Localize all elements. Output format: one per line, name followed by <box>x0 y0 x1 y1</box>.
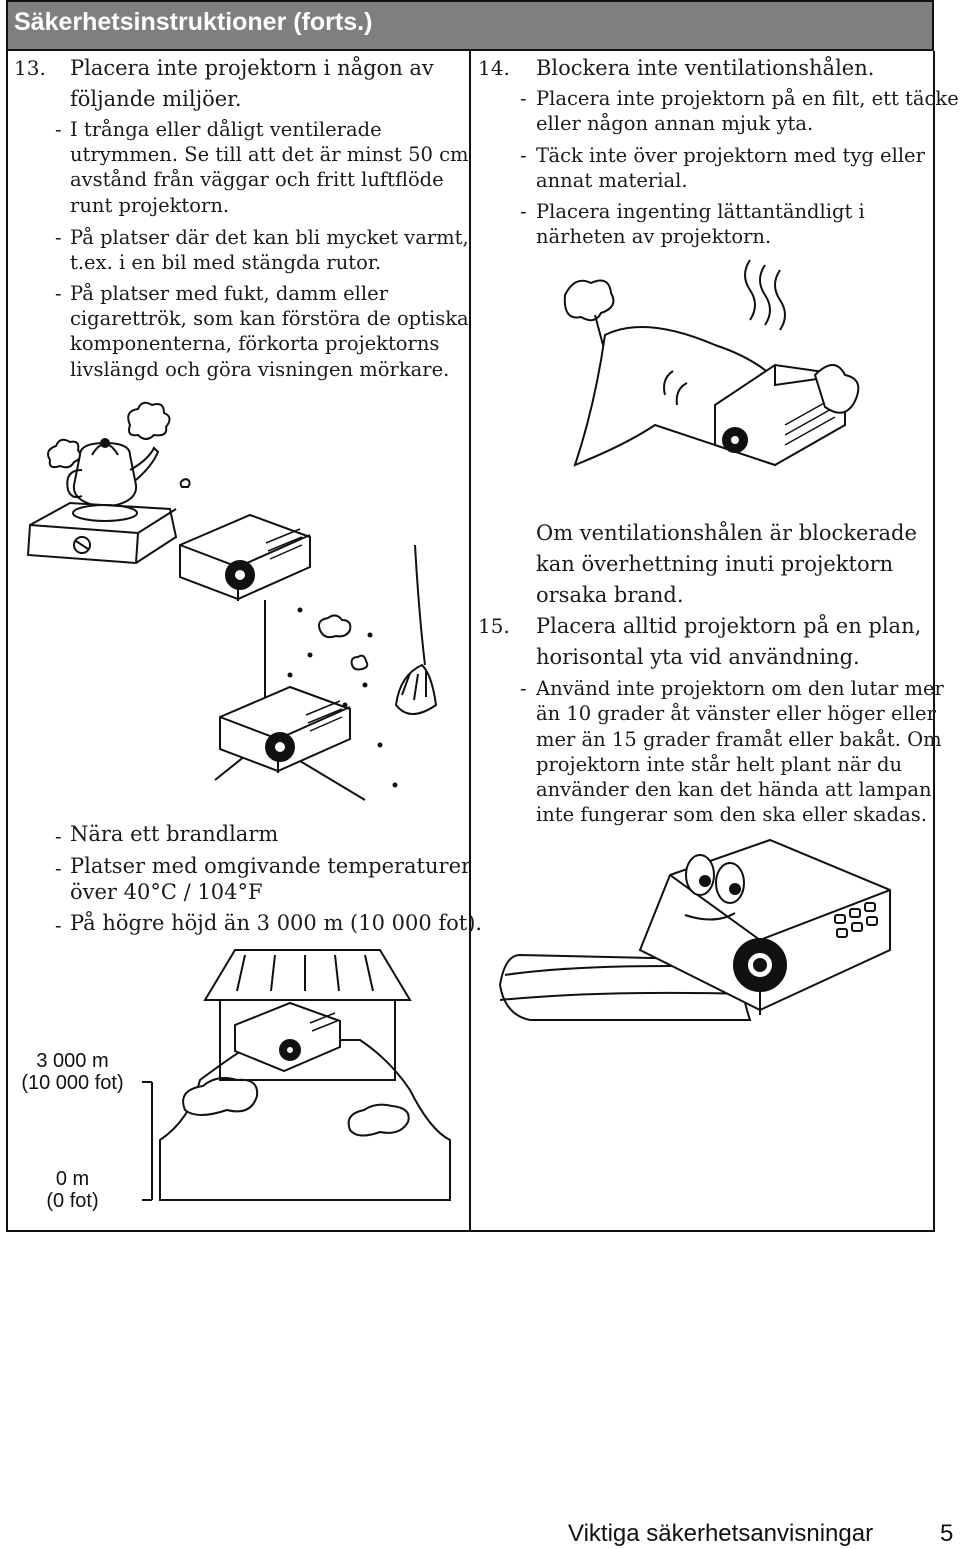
item-14-bullet-3-line-2: närheten av projektorn. <box>536 225 772 248</box>
section-header: Säkerhetsinstruktioner (forts.) <box>6 0 934 51</box>
item-15-title-line-2: horisontal yta vid användning. <box>536 645 860 669</box>
altitude-top-value: 3 000 m <box>36 1050 109 1072</box>
item-14-number: 14. <box>478 56 510 80</box>
bullet-temperature-line-2: över 40°C / 104°F <box>70 880 263 904</box>
bullet-altitude: På högre höjd än 3 000 m (10 000 fot). <box>70 911 483 935</box>
item-15-bullet-line-2: än 10 grader åt vänster eller höger elle… <box>536 702 936 725</box>
item-13-bullet-1-line-2: utrymmen. Se till att det är minst 50 cm <box>70 143 469 166</box>
kettle-stove-icon <box>20 395 210 585</box>
mountain-house-icon <box>150 945 460 1205</box>
altitude-bottom-label: 0 m (0 fot) <box>10 1168 135 1212</box>
altitude-top-label: 3 000 m (10 000 fot) <box>10 1050 135 1094</box>
item-13-bullet-3-line-4: livslängd och göra visningen mörkare. <box>70 358 450 381</box>
item-15-bullet-line-1: Använd inte projektorn om den lutar mer <box>536 677 944 700</box>
projector-icon <box>180 515 310 601</box>
item-15-bullet-line-6: inte fungerar som den ska eller skadas. <box>536 803 927 826</box>
item-15-bullet-line-5: använder den kan det hända att lampan <box>536 778 932 801</box>
altitude-bottom-unit: (0 fot) <box>46 1190 99 1212</box>
item-14-bullet-2-line-2: annat material. <box>536 169 688 192</box>
item-15-number: 15. <box>478 614 510 638</box>
altitude-bottom-value: 0 m <box>55 1168 90 1190</box>
page-number: 5 <box>940 1520 954 1547</box>
dust-cloud-icon <box>289 609 397 787</box>
item-15-title-line-1: Placera alltid projektorn på en plan, <box>536 614 922 638</box>
room-scene-icon <box>170 505 460 815</box>
item-14-warning-line-2: kan överhettning inuti projektorn <box>536 552 894 576</box>
bullet-dash: - <box>520 144 527 167</box>
item-13-bullet-2-line-1: På platser där det kan bli mycket varmt, <box>70 226 469 249</box>
bullet-dash: - <box>55 226 62 249</box>
item-13-bullet-3-line-1: På platser med fukt, damm eller <box>70 282 389 305</box>
bullet-dash: - <box>520 677 527 700</box>
bullet-dash: - <box>55 857 62 880</box>
item-13-title-line-1: Placera inte projektorn i någon av <box>70 56 434 80</box>
item-14-bullet-1-line-1: Placera inte projektorn på en filt, ett … <box>536 87 959 110</box>
bullet-dash: - <box>55 825 62 848</box>
bullet-dash: - <box>55 282 62 305</box>
item-13-bullet-3-line-2: cigarettrök, som kan förstöra de optiska <box>70 307 469 330</box>
item-13-bullet-2-line-2: t.ex. i en bil med stängda rutor. <box>70 251 382 274</box>
item-14-warning-line-3: orsaka brand. <box>536 583 684 607</box>
item-13-bullet-1-line-4: runt projektorn. <box>70 194 230 217</box>
item-14-bullet-1-line-2: eller någon annan mjuk yta. <box>536 112 814 135</box>
altitude-top-unit: (10 000 fot) <box>21 1072 124 1094</box>
hot-steam-icon <box>745 260 785 330</box>
footer-section-name: Viktiga säkerhetsanvisningar <box>568 1520 874 1547</box>
bullet-dash: - <box>520 87 527 110</box>
item-13-number: 13. <box>14 56 46 80</box>
bullet-fire-alarm: Nära ett brandlarm <box>70 822 279 846</box>
bullet-dash: - <box>55 118 62 141</box>
item-13-bullet-1-line-1: I trånga eller dåligt ventilerade <box>70 118 382 141</box>
column-divider <box>469 51 471 1232</box>
item-14-bullet-2-line-1: Täck inte över projektorn med tyg eller <box>536 144 925 167</box>
altitude-scale-icon <box>130 1080 160 1205</box>
item-13-title-line-2: följande miljöer. <box>70 87 242 111</box>
item-14-title: Blockera inte ventilationshålen. <box>536 56 875 80</box>
bullet-dash: - <box>55 914 62 937</box>
item-15-bullet-line-3: mer än 15 grader framåt eller bakåt. Om <box>536 728 942 751</box>
item-14-bullet-3-line-1: Placera ingenting lättantändligt i <box>536 200 865 223</box>
item-14-warning-line-1: Om ventilationshålen är blockerade <box>536 521 917 545</box>
blanket-covered-projector-icon <box>535 255 875 510</box>
bullet-dash: - <box>520 200 527 223</box>
item-13-bullet-3-line-3: komponenterna, förkorta projektorns <box>70 332 440 355</box>
projector-icon <box>220 687 350 773</box>
projector-on-cushions-icon <box>485 835 905 1030</box>
section-title: Säkerhetsinstruktioner (forts.) <box>14 8 373 36</box>
item-15-bullet-line-4: projektorn inte står helt plant när du <box>536 753 903 776</box>
broom-icon <box>396 545 436 714</box>
bullet-temperature-line-1: Platser med omgivande temperaturer <box>70 854 472 878</box>
item-13-bullet-1-line-3: avstånd från väggar och fritt luftflöde <box>70 168 444 191</box>
